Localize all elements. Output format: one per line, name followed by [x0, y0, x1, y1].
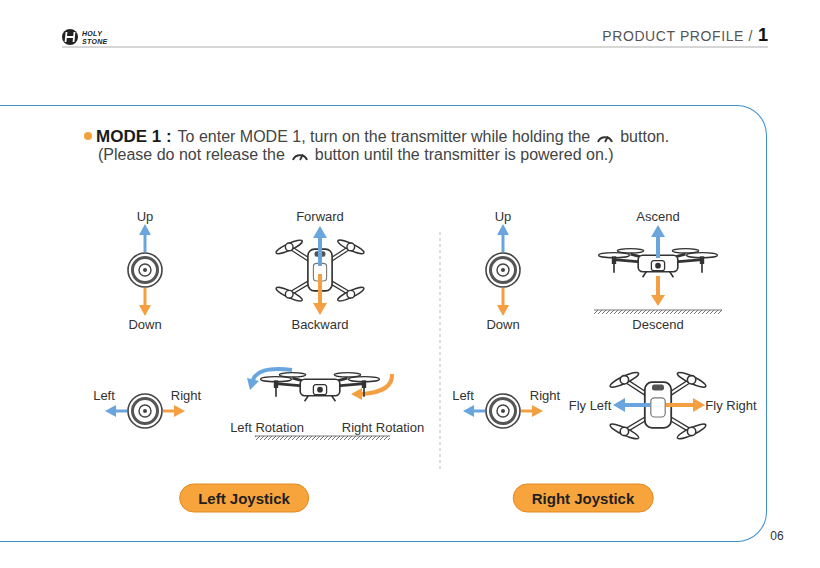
direction-label: Left Rotation: [230, 421, 304, 434]
direction-label: Backward: [291, 318, 348, 331]
brand-name: STONE: [82, 38, 108, 45]
mode-heading: MODE 1 :: [96, 127, 172, 147]
direction-label: Fly Right: [705, 399, 756, 412]
direction-label: Descend: [632, 318, 683, 331]
drone-forward-backward: [275, 226, 365, 315]
divider-line: [440, 232, 441, 470]
section-title: PRODUCT PROFILE /: [602, 29, 753, 43]
direction-label: Left: [452, 389, 474, 402]
speed-button-icon: [290, 148, 310, 162]
direction-label: Down: [486, 318, 519, 331]
instruction-text: (Please do not release the: [98, 146, 285, 164]
direction-label: Fly Left: [569, 399, 612, 412]
direction-label: Left: [93, 389, 115, 402]
section-number: 1: [758, 26, 768, 44]
joystick-pill: Left Joystick: [179, 484, 309, 513]
instruction-text: To enter MODE 1, turn on the transmitter…: [178, 128, 591, 146]
joystick-up-down: [128, 224, 162, 316]
header-rule: [62, 47, 768, 48]
speed-button-icon: [595, 130, 615, 144]
instruction-line: MODE 1 : To enter MODE 1, turn on the tra…: [96, 126, 669, 148]
drone-ascend-descend: [594, 225, 722, 314]
direction-label: Right: [171, 389, 201, 402]
bullet-dot: [84, 132, 92, 140]
brand-name: HOLY: [82, 30, 102, 37]
instruction-text: button.: [620, 128, 669, 146]
joystick-up-down: [486, 224, 520, 316]
direction-label: Up: [137, 210, 154, 223]
brand-logo: [62, 29, 78, 45]
direction-label: Right: [530, 389, 560, 402]
drone-fly-left-right: [609, 370, 708, 441]
direction-label: Up: [495, 210, 512, 223]
direction-label: Forward: [296, 210, 344, 223]
page-number: 06: [770, 530, 783, 542]
instruction-text: button until the transmitter is powered …: [315, 146, 614, 164]
pill-label: Left Joystick: [198, 490, 290, 507]
direction-label: Right Rotation: [342, 421, 424, 434]
instruction-line: (Please do not release the button until …: [98, 144, 614, 166]
pill-label: Right Joystick: [532, 490, 635, 507]
joystick-pill: Right Joystick: [513, 484, 654, 513]
direction-label: Down: [128, 318, 161, 331]
direction-label: Ascend: [636, 210, 679, 223]
